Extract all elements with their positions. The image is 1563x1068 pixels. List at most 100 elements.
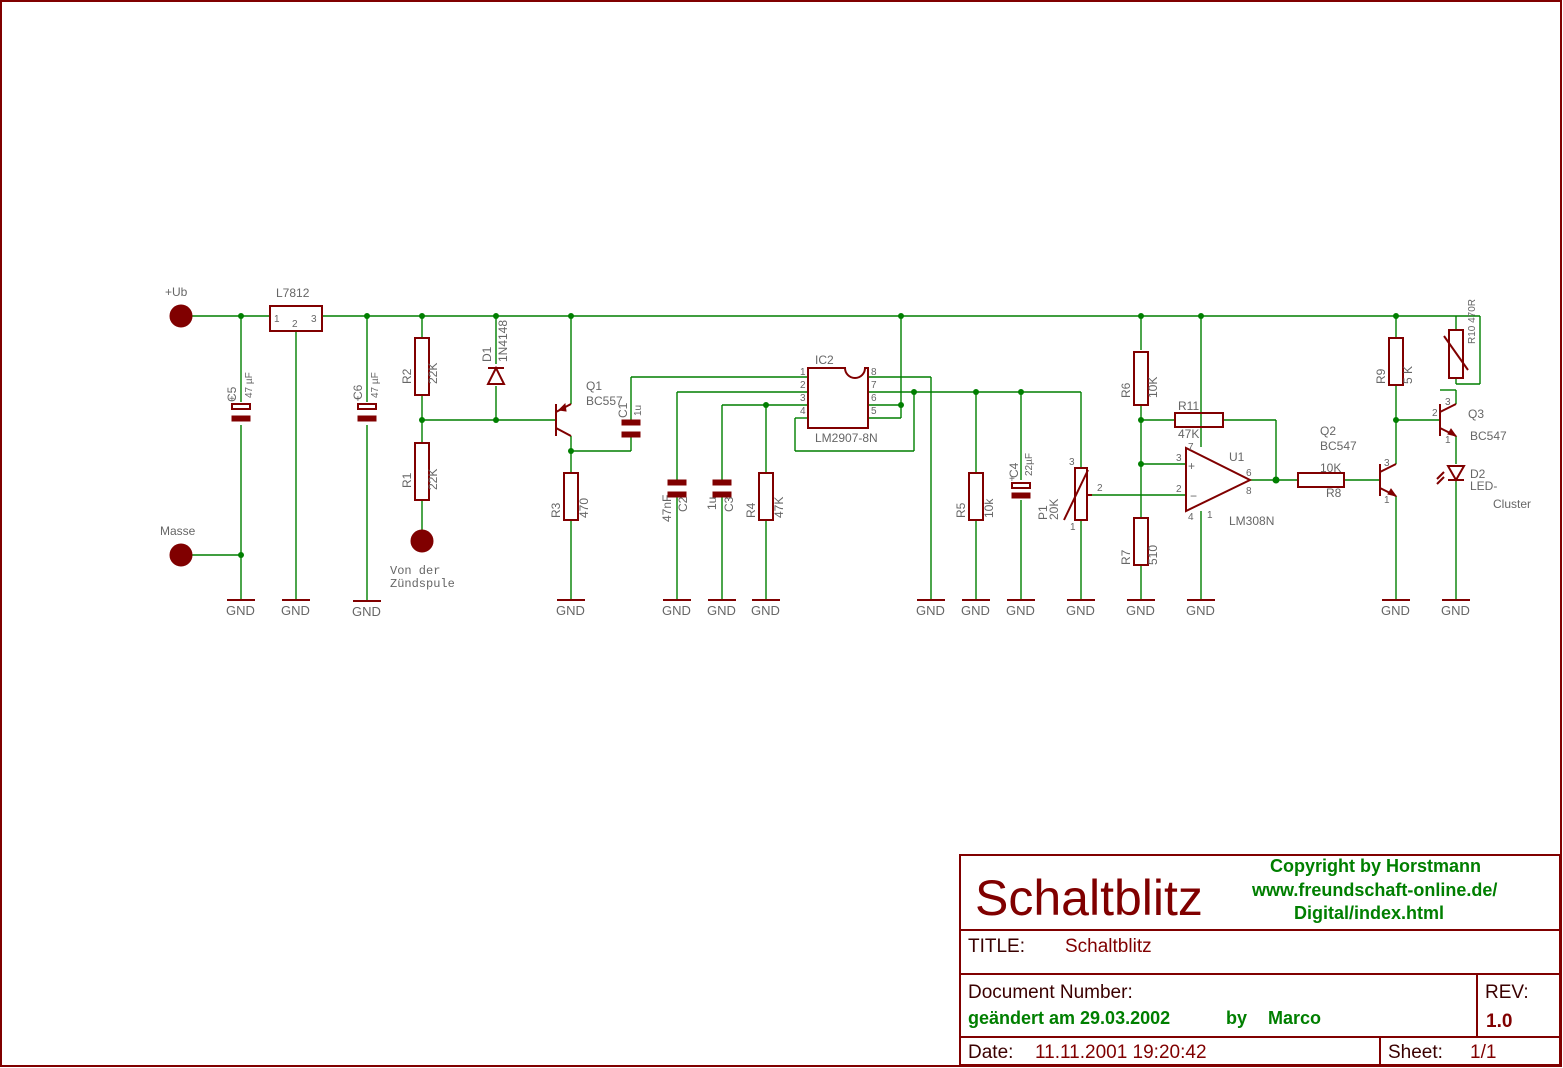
connector-masse[interactable]: Masse [160, 524, 196, 567]
r7-value: 510 [1146, 545, 1160, 565]
q2-pin-1: 1 [1384, 495, 1390, 506]
c6-name: C6 [351, 384, 365, 400]
r6-value: 10K [1146, 377, 1160, 398]
connector-ub[interactable]: +Ub [165, 285, 193, 328]
ground-label: GND [556, 603, 585, 618]
c1-value: 1u [633, 405, 644, 416]
resistor-r8[interactable]: 10K R8 [1297, 461, 1345, 500]
ic2-pin-8: 8 [871, 367, 877, 378]
c3-value: 1u [705, 497, 719, 510]
wires [181, 315, 1481, 600]
capacitor-c6[interactable]: + C6 47 µF [351, 372, 381, 422]
q3-pin-1: 1 [1445, 435, 1451, 446]
r1-name: R1 [400, 472, 414, 488]
u1-value: LM308N [1229, 514, 1274, 528]
q3-value: BC547 [1470, 429, 1507, 443]
resistor-r4[interactable]: R4 47K [744, 472, 786, 521]
ic2-lm2907[interactable]: IC2 LM2907-8N 1 2 3 4 8 7 6 5 [800, 353, 878, 445]
r2-value: 22K [426, 363, 440, 384]
copyright-line-2: www.freundschaft-online.de/ [1251, 880, 1497, 900]
c3-name: C3 [722, 496, 736, 512]
svg-text:+: + [355, 394, 361, 405]
opamp-u1[interactable]: + − U1 LM308N 7 3 2 4 6 1 8 [1176, 442, 1274, 528]
r2-name: R2 [400, 368, 414, 384]
transistor-q1[interactable]: Q1 BC557 [555, 379, 623, 437]
capacitor-c4[interactable]: + C4 22µF [1007, 453, 1035, 499]
ground-symbol: GND [707, 599, 736, 618]
resistor-r5[interactable]: R5 10k [954, 472, 996, 521]
r9-name: R9 [1374, 368, 1388, 384]
capacitor-c5[interactable]: + C5 47 µF [225, 372, 255, 422]
ground-symbol: GND [1186, 599, 1215, 618]
connector-coil[interactable]: Von der Zündspule [390, 529, 455, 591]
title-block: Schaltblitz Copyright by Horstmann www.f… [959, 854, 1561, 1066]
resistor-r7[interactable]: R7 510 [1119, 517, 1160, 566]
ground-label: GND [1066, 603, 1095, 618]
r5-value: 10k [982, 498, 996, 518]
ground-symbol: GND [281, 599, 310, 618]
p1-pin-1: 1 [1070, 522, 1076, 533]
ground-label: GND [707, 603, 736, 618]
connector-masse-label: Masse [160, 524, 196, 538]
ground-label: GND [1441, 603, 1470, 618]
resistor-r3[interactable]: R3 470 [549, 472, 591, 521]
resistor-r6[interactable]: R6 10K [1119, 351, 1160, 406]
led-d2[interactable]: D2 LED- Cluster [1436, 465, 1531, 511]
diode-d1[interactable]: D1 1N4148 [480, 320, 510, 385]
u1-pin-2: 2 [1176, 484, 1182, 495]
resistor-r10[interactable]: R10 470R [1443, 299, 1478, 379]
d1-value: 1N4148 [496, 320, 510, 362]
ic2-pin-3: 3 [800, 393, 806, 404]
ground-label: GND [1006, 603, 1035, 618]
r9-value: 5 K [1401, 366, 1415, 384]
ground-label: GND [961, 603, 990, 618]
ground-label: GND [1186, 603, 1215, 618]
p1-value: 20K [1047, 499, 1061, 520]
capacitor-c3[interactable]: C3 1u [705, 479, 736, 512]
ground-label: GND [662, 603, 691, 618]
capacitor-c1[interactable]: C1 1u [616, 402, 644, 438]
copyright-line-1: Copyright by Horstmann [1270, 856, 1481, 876]
ground-symbol: GND [1126, 599, 1155, 618]
resistor-r1[interactable]: R1 22K [400, 442, 440, 501]
d1-name: D1 [480, 346, 494, 362]
u1-pin-1: 1 [1207, 510, 1213, 521]
docnum-label: Document Number: [968, 982, 1133, 1003]
rev-label: REV: [1485, 982, 1529, 1003]
ground-symbol: GND [916, 599, 945, 618]
q1-name: Q1 [586, 379, 602, 393]
u1-pin-6: 6 [1246, 468, 1252, 479]
ground-symbol: GND [226, 599, 255, 618]
ic2-pin-4: 4 [800, 406, 806, 417]
q2-pin-3: 3 [1384, 458, 1390, 469]
ground-symbol: GND [556, 599, 585, 618]
big-title: Schaltblitz [975, 870, 1203, 926]
potentiometer-p1[interactable]: 3 2 1 P1 20K [1036, 457, 1103, 533]
c5-value: 47 µF [244, 372, 255, 398]
author: Marco [1268, 1008, 1321, 1028]
q1-value: BC557 [586, 394, 623, 408]
u1-pin-3: 3 [1176, 453, 1182, 464]
r3-value: 470 [577, 498, 591, 518]
ic2-name: IC2 [815, 353, 834, 367]
c1-name: C1 [616, 402, 630, 418]
q3-name: Q3 [1468, 407, 1484, 421]
resistor-r11[interactable]: R11 47K [1174, 399, 1224, 441]
regulator-l7812[interactable]: L7812 1 2 3 [269, 286, 323, 332]
c6-value: 47 µF [370, 372, 381, 398]
r7-name: R7 [1119, 549, 1133, 565]
q3-pin-2: 2 [1432, 408, 1438, 419]
coil-label-line2: Zündspule [390, 577, 455, 591]
q3-pin-3: 3 [1445, 397, 1451, 408]
resistor-r9[interactable]: R9 5 K [1374, 337, 1415, 386]
capacitor-c2[interactable]: C2 47nF [660, 479, 690, 522]
ground-label: GND [226, 603, 255, 618]
ic2-pin-6: 6 [871, 393, 877, 404]
resistor-r2[interactable]: R2 22K [400, 337, 440, 396]
d2-value-1: LED- [1470, 479, 1497, 493]
transistor-q2[interactable]: Q2 BC547 3 1 [1320, 424, 1398, 506]
transistor-q3[interactable]: Q3 BC547 3 2 1 [1432, 397, 1507, 446]
r11-name: R11 [1178, 399, 1199, 413]
